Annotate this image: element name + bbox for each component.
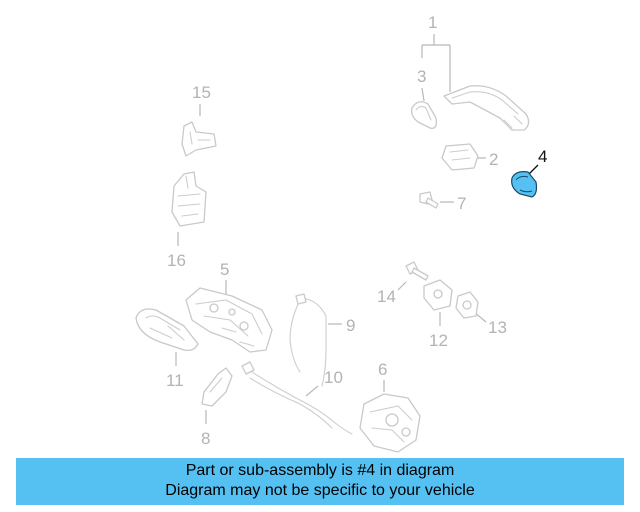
callout-13: 13: [473, 311, 507, 337]
callout-7: 7: [440, 194, 466, 213]
banner-line-2: Diagram may not be specific to your vehi…: [165, 482, 475, 499]
plate-part-13: [455, 291, 479, 319]
svg-text:9: 9: [346, 316, 355, 335]
cable-part-10: [241, 361, 353, 435]
svg-text:14: 14: [377, 287, 396, 306]
highlighted-part-4: [511, 171, 538, 198]
svg-text:3: 3: [417, 67, 426, 86]
svg-text:10: 10: [324, 368, 343, 387]
svg-text:4: 4: [538, 147, 547, 166]
inside-handle-part-11: [135, 308, 199, 352]
latch-part-6: [359, 393, 421, 453]
callout-1: 1: [421, 13, 451, 92]
callout-6: 6: [378, 360, 387, 392]
cable-part-9: [289, 293, 327, 387]
svg-text:12: 12: [429, 331, 448, 350]
handle-bezel-part: [410, 101, 438, 129]
svg-text:11: 11: [166, 371, 184, 390]
guide-part-16: [171, 171, 207, 227]
svg-text:16: 16: [167, 251, 186, 270]
svg-text:15: 15: [192, 83, 211, 102]
callout-14: 14: [377, 281, 407, 306]
callout-10: 10: [305, 368, 343, 397]
screw-part-7: [419, 191, 439, 209]
callout-2: 2: [478, 150, 498, 169]
bracket-part-8: [201, 367, 233, 407]
callout-5: 5: [220, 260, 229, 294]
callout-3: 3: [417, 67, 426, 102]
callout-12: 12: [429, 312, 448, 350]
inner-frame-part-5: [185, 287, 273, 353]
bolt-part-14: [405, 261, 429, 281]
plate-part-12: [423, 279, 453, 311]
callout-8: 8: [201, 410, 210, 448]
bracket-part-15: [181, 121, 217, 157]
svg-text:13: 13: [488, 318, 507, 337]
handle-pad-part: [441, 143, 479, 171]
callout-15: 15: [192, 83, 211, 116]
callout-16: 16: [167, 232, 186, 270]
info-banner: Part or sub-assembly is #4 in diagram Di…: [16, 458, 624, 505]
outside-handle-part: [443, 85, 530, 131]
svg-text:7: 7: [457, 194, 466, 213]
svg-text:6: 6: [378, 360, 387, 379]
svg-text:2: 2: [489, 150, 498, 169]
parts-diagram: 1 3 2 4 7: [135, 13, 547, 453]
svg-text:5: 5: [220, 260, 229, 279]
callout-9: 9: [328, 316, 355, 335]
banner-line-1: Part or sub-assembly is #4 in diagram: [185, 462, 455, 479]
svg-text:8: 8: [201, 429, 210, 448]
svg-text:1: 1: [428, 13, 437, 32]
callout-11: 11: [166, 352, 184, 390]
